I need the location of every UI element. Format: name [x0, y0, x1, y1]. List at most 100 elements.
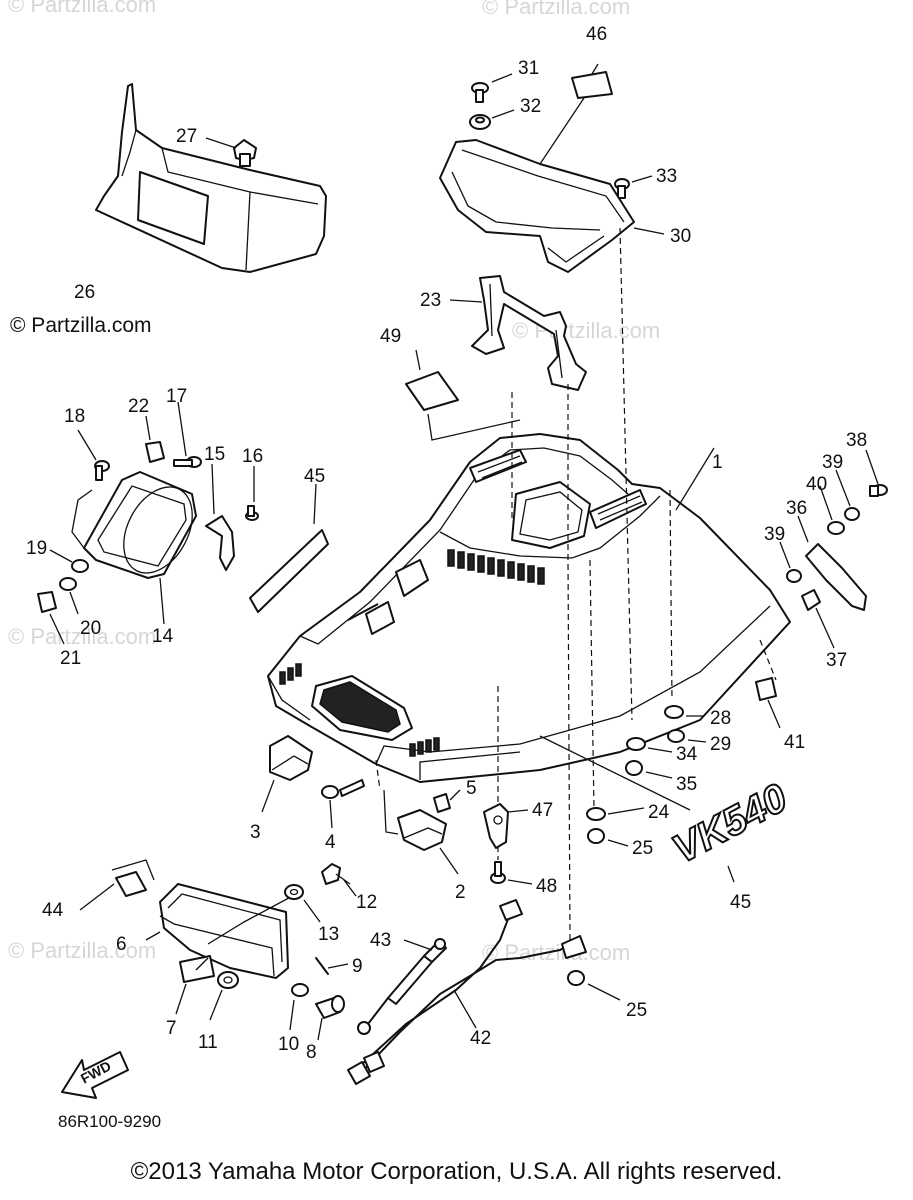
callout-3: 3 [250, 822, 261, 843]
callout-16: 16 [242, 446, 263, 467]
part-14-headlight-housing [71, 471, 197, 625]
part-15-bracket [205, 463, 235, 571]
part-8-screw [315, 995, 345, 1041]
part-49-decal [405, 349, 521, 441]
part-9-pin [315, 957, 349, 975]
callout-48: 48 [536, 876, 557, 897]
callout-20: 20 [80, 618, 101, 639]
part-13-washer [284, 884, 321, 923]
callout-23: 23 [420, 290, 441, 311]
callout-32: 32 [520, 96, 541, 117]
part-38-screw [865, 449, 888, 497]
callout-25a: 25 [632, 838, 653, 859]
part-20-washer [59, 577, 79, 615]
part-23-bracket [449, 275, 587, 391]
callout-45b: 45 [730, 892, 751, 913]
part-31-screw [471, 73, 513, 103]
callout-49: 49 [380, 326, 401, 347]
part-41-nut [755, 677, 781, 729]
callout-7: 7 [166, 1018, 177, 1039]
part-43-damper [357, 938, 447, 1035]
callout-14: 14 [152, 626, 174, 647]
callout-46: 46 [586, 24, 607, 45]
part-21-nut [37, 591, 65, 645]
watermark-main: © Partzilla.com [10, 314, 152, 337]
callout-19: 19 [26, 538, 47, 559]
callout-33: 33 [656, 166, 677, 187]
watermark-top-left: © Partzilla.com [8, 0, 157, 17]
part-39-washer-lower [779, 541, 802, 583]
part-35-bushing [625, 760, 673, 779]
callout-39a: 39 [822, 452, 843, 473]
part-3-bracket [261, 735, 313, 813]
part-44-decal [79, 859, 155, 911]
callout-22: 22 [128, 396, 149, 417]
callout-21: 21 [60, 648, 81, 669]
part-32-grommet [469, 109, 515, 130]
callout-9: 9 [352, 956, 363, 977]
fwd-arrow: FWD [61, 1051, 129, 1099]
part-6-bumper-panel [145, 883, 301, 979]
part-12-screw [321, 863, 357, 897]
part-16-screw [245, 466, 259, 521]
part-7-bracket [175, 955, 215, 1015]
part-36-lever [797, 515, 867, 611]
copyright-footer: ©2013 Yamaha Motor Corporation, U.S.A. A… [130, 1158, 783, 1185]
callout-40: 40 [806, 474, 827, 495]
part-29-bushing [667, 729, 707, 743]
part-34-washer [626, 737, 673, 753]
part-24-washer [586, 807, 645, 821]
callout-47: 47 [532, 800, 553, 821]
callout-labels: 1 2 3 4 5 6 7 8 9 10 11 12 13 14 15 16 1… [26, 24, 867, 1063]
callout-44: 44 [42, 900, 64, 921]
watermark-low-right: © Partzilla.com [482, 940, 631, 965]
part-5-nut [433, 789, 461, 813]
part-37-knob [801, 589, 835, 649]
part-4-screw [321, 779, 365, 829]
callout-39b: 39 [764, 524, 785, 545]
callout-10: 10 [278, 1034, 299, 1055]
callout-24: 24 [648, 802, 670, 823]
part-27-clip [205, 137, 257, 167]
callout-43: 43 [370, 930, 391, 951]
callout-26: 26 [74, 282, 95, 303]
part-42-cable [347, 899, 587, 1085]
callout-30: 30 [670, 226, 691, 247]
part-18-screw [77, 429, 110, 481]
callout-28: 28 [710, 708, 731, 729]
callout-37: 37 [826, 650, 847, 671]
callout-36: 36 [786, 498, 807, 519]
callout-18: 18 [64, 406, 85, 427]
part-26-cowl-panel [95, 83, 327, 273]
callout-13: 13 [318, 924, 339, 945]
callout-12: 12 [356, 892, 377, 913]
part-48-screw [490, 861, 533, 885]
callout-5: 5 [466, 778, 477, 799]
part-11-washer [209, 971, 239, 1021]
callout-17: 17 [166, 386, 187, 407]
callout-35: 35 [676, 774, 697, 795]
watermark-low-left: © Partzilla.com [8, 938, 157, 963]
callout-45a: 45 [304, 466, 325, 487]
diagram-code: 86R100-9290 [58, 1112, 162, 1131]
callout-6: 6 [116, 934, 127, 955]
callout-15: 15 [204, 444, 225, 465]
callout-27: 27 [176, 126, 197, 147]
part-19-washer [49, 549, 89, 573]
callout-11: 11 [198, 1032, 218, 1053]
part-45-decal-strip [249, 483, 329, 613]
part-28-grommet [664, 705, 704, 719]
part-30-windshield [439, 139, 665, 273]
callout-34: 34 [676, 744, 698, 765]
callout-41: 41 [784, 732, 805, 753]
callout-1: 1 [712, 452, 723, 473]
watermark-top-right: © Partzilla.com [482, 0, 631, 19]
callout-42: 42 [470, 1028, 491, 1049]
part-39-washer-upper [835, 469, 860, 521]
callout-2: 2 [455, 882, 466, 903]
callout-4: 4 [325, 832, 336, 853]
part-17-screw [173, 401, 202, 468]
callout-8: 8 [306, 1042, 317, 1063]
